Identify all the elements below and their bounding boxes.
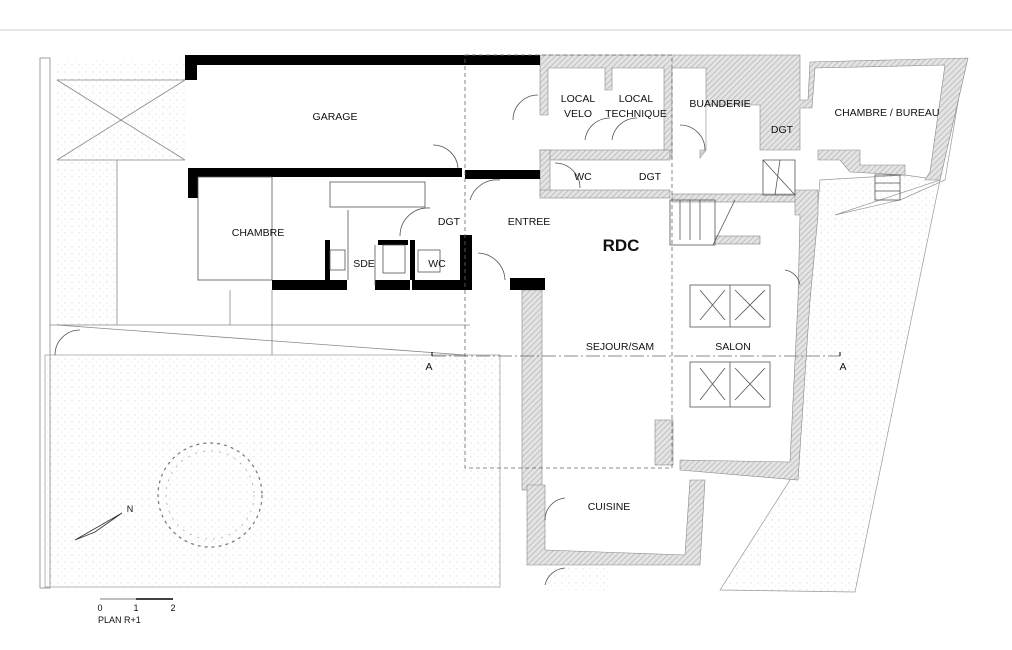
- existing-walls: [521, 54, 969, 566]
- room-label-dgt-upper: DGT: [771, 124, 794, 136]
- scale-tick-2: 2: [170, 603, 175, 613]
- scale-bar: 0 1 2 PLAN R+1: [97, 598, 176, 625]
- north-label: N: [127, 504, 134, 514]
- room-label-local-velo-2: VELO: [564, 108, 592, 120]
- section-mark-left: A: [425, 361, 432, 373]
- room-label-garage: GARAGE: [313, 111, 358, 123]
- room-label-local-velo-1: LOCAL: [561, 93, 596, 105]
- room-label-buanderie: BUANDERIE: [689, 98, 750, 110]
- room-label-salon: SALON: [715, 341, 751, 353]
- site-lines: [39, 57, 470, 589]
- room-label-wc-upper: WC: [574, 171, 592, 183]
- room-labels: GARAGE LOCAL VELO LOCAL TECHNIQUE BUANDE…: [232, 93, 940, 513]
- room-label-sejour: SEJOUR/SAM: [586, 341, 654, 353]
- new-walls: [185, 55, 545, 290]
- upper-floor-outline: [464, 54, 673, 469]
- north-arrow-icon: N: [74, 504, 134, 541]
- interior-lines: [54, 94, 901, 586]
- room-label-sde: SDE: [353, 258, 375, 270]
- tree-icon: [157, 442, 263, 548]
- scale-caption: PLAN R+1: [98, 615, 141, 625]
- room-label-dgt-left: DGT: [438, 216, 461, 228]
- room-label-local-technique-2: TECHNIQUE: [605, 108, 667, 120]
- level-title: RDC: [603, 236, 640, 255]
- room-label-local-technique-1: LOCAL: [619, 93, 654, 105]
- room-label-wc-lower: WC: [428, 258, 446, 270]
- room-label-cuisine: CUISINE: [588, 501, 631, 513]
- room-label-chambre-bureau: CHAMBRE / BUREAU: [834, 107, 939, 119]
- section-line-a: [431, 352, 841, 357]
- room-label-entree: ENTREE: [508, 216, 551, 228]
- garden-areas: [44, 59, 966, 593]
- section-mark-right: A: [839, 361, 846, 373]
- room-label-dgt-mid: DGT: [639, 171, 662, 183]
- scale-tick-1: 1: [133, 603, 138, 613]
- scale-tick-0: 0: [97, 603, 102, 613]
- room-label-chambre: CHAMBRE: [232, 227, 285, 239]
